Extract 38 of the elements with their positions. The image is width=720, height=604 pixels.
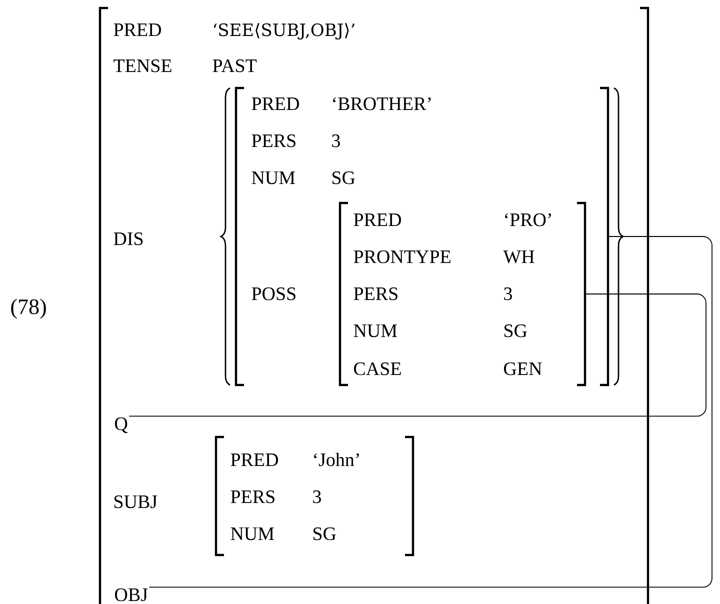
attribute-name: PRONTYPE <box>354 250 450 264</box>
attribute-name: SUBJ <box>114 495 158 508</box>
example-number: (78) <box>11 298 46 319</box>
attribute-value: GEN <box>504 362 542 376</box>
f-structure <box>234 86 610 386</box>
attribute-name: NUM <box>354 324 397 338</box>
f-structure <box>338 202 586 386</box>
attribute-name: PRED <box>230 454 278 466</box>
attribute-value: ‘John’ <box>314 452 359 466</box>
attribute-name: CASE <box>354 362 401 376</box>
attribute-name: PERS <box>230 490 274 504</box>
attribute-name: TENSE <box>114 59 172 72</box>
connector-line <box>148 236 712 588</box>
attribute-value: PAST <box>212 59 257 72</box>
attribute-value: SG <box>313 527 336 540</box>
attribute-name: OBJ <box>115 588 148 602</box>
attribute-value: 3 <box>332 134 340 148</box>
attribute-value: ‘BROTHER’ <box>333 97 431 110</box>
attribute-name: PRED <box>354 214 401 226</box>
attribute-name: NUM <box>252 172 295 184</box>
attribute-value: ‘PRO’ <box>505 213 551 226</box>
attribute-value: ‘SEE⟨SUBJ,OBJ⟩’ <box>214 23 354 40</box>
attribute-value: 3 <box>504 287 512 300</box>
attribute-name: PERS <box>252 134 296 148</box>
connector-line <box>128 294 706 417</box>
attribute-name: NUM <box>230 528 274 540</box>
attribute-value: SG <box>504 324 527 338</box>
attribute-value: 3 <box>313 490 321 504</box>
attribute-name: POSS <box>252 287 296 300</box>
attribute-value: WH <box>503 250 534 264</box>
attribute-name: Q <box>115 417 128 434</box>
attribute-name: PRED <box>114 24 161 36</box>
attribute-name: PERS <box>354 287 398 300</box>
f-structure <box>214 436 414 556</box>
attribute-name: DIS <box>114 232 143 246</box>
attribute-name: PRED <box>252 98 299 110</box>
f-structure <box>98 6 650 604</box>
attribute-value: SG <box>332 171 355 184</box>
